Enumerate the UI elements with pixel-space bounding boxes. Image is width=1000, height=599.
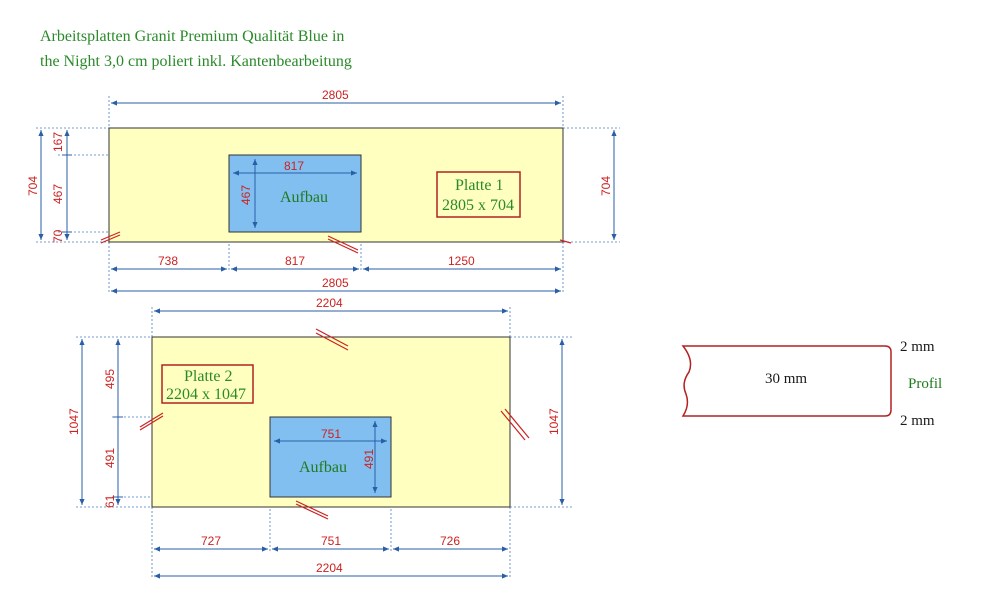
title-line-2: the Night 3,0 cm poliert inkl. Kantenbea… <box>40 53 352 70</box>
plate-2-seg-right: 726 <box>440 534 460 548</box>
plate-2-left-bottom: 61 <box>103 494 117 508</box>
profile-top-chamfer: 2 mm <box>900 339 935 355</box>
profile-shape <box>681 345 892 417</box>
plate-1-label-box <box>436 171 521 218</box>
plate-1-seg-right: 1250 <box>448 254 475 268</box>
profile-thickness: 30 mm <box>765 371 807 387</box>
plate-2-seg-mid: 751 <box>321 534 341 548</box>
edge-profile: 30 mm 2 mm Profil 2 mm <box>681 339 942 429</box>
plate-1-right-total: 704 <box>599 176 613 196</box>
plate-2-seg-left: 727 <box>201 534 221 548</box>
plate-1-cutout <box>228 154 362 233</box>
plate-1-seg-mid: 817 <box>285 254 305 268</box>
plate-1-cutout-label: Aufbau <box>280 189 328 206</box>
plate-1: Aufbau 817 467 Platte 1 2805 x 704 2805 … <box>26 88 620 294</box>
plate-2-left-top: 495 <box>103 369 117 389</box>
title-line-1: Arbeitsplatten Granit Premium Qualität B… <box>40 28 344 45</box>
plate-1-top-total: 2805 <box>322 88 349 102</box>
plate-1-left-mid: 467 <box>51 184 65 204</box>
profile-label: Profil <box>908 376 942 392</box>
plate-1-cut-width: 817 <box>284 159 304 173</box>
plate-2: Aufbau 751 491 Platte 2 2204 x 1047 2204… <box>67 296 572 579</box>
plate-2-label-name: Platte 2 <box>184 368 232 385</box>
plate-1-cut-height: 467 <box>239 185 253 205</box>
plate-2-label-box <box>161 364 254 404</box>
plate-2-cutout-label: Aufbau <box>299 459 347 476</box>
plate-2-right-total: 1047 <box>547 408 561 435</box>
plate-2-bottom-total: 2204 <box>316 561 343 575</box>
plate-2-cutout <box>269 416 392 498</box>
plate-1-label-size: 2805 x 704 <box>442 197 514 214</box>
plate-1-left-bottom: 70 <box>51 229 65 243</box>
plate-1-seg-left: 738 <box>158 254 178 268</box>
plate-1-left-total: 704 <box>26 176 40 196</box>
plate-2-top-total: 2204 <box>316 296 343 310</box>
profile-bottom-chamfer: 2 mm <box>900 413 935 429</box>
plate-2-label-size: 2204 x 1047 <box>166 386 246 403</box>
plate-1-left-top: 167 <box>51 132 65 152</box>
plate-2-cut-height: 491 <box>362 449 376 469</box>
plate-1-bottom-total: 2805 <box>322 276 349 290</box>
plate-1-label-name: Platte 1 <box>455 177 503 194</box>
plate-2-left-total: 1047 <box>67 408 81 435</box>
plate-2-left-mid: 491 <box>103 448 117 468</box>
plate-2-cut-width: 751 <box>321 427 341 441</box>
